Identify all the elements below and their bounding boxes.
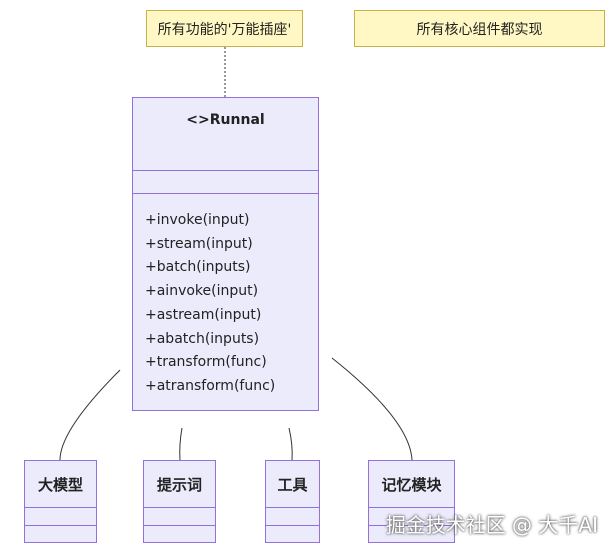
note-all-components-text: 所有核心组件都实现 xyxy=(416,21,543,38)
prompt-class-box: 提示词 xyxy=(143,460,216,543)
note-all-components: 所有核心组件都实现 xyxy=(354,10,605,47)
method-invoke: +invoke(input) xyxy=(145,212,250,228)
tool-divider-top xyxy=(266,507,319,508)
method-abatch: +abatch(inputs) xyxy=(145,330,260,347)
memory-class-title: 记忆模块 xyxy=(381,476,442,494)
llm-divider-bottom xyxy=(25,525,96,526)
runnable-divider-top xyxy=(133,170,318,171)
connector-tool xyxy=(288,427,293,461)
prompt-divider-top xyxy=(144,507,215,508)
method-batch: +batch(inputs) xyxy=(145,259,251,276)
note-universal-socket: 所有功能的'万能插座' xyxy=(146,10,303,47)
runnable-methods: +invoke(input) +stream(input) +batch(inp… xyxy=(145,209,275,399)
memory-divider-bottom xyxy=(369,525,454,526)
method-astream: +astream(input) xyxy=(145,306,262,323)
method-transform: +transform(func) xyxy=(145,354,267,371)
prompt-divider-bottom xyxy=(144,525,215,526)
runnable-class-title: <>Runnal xyxy=(186,112,265,128)
memory-divider-top xyxy=(369,507,454,508)
llm-class-box: 大模型 xyxy=(24,460,97,543)
connector-llm xyxy=(59,369,121,461)
prompt-class-title: 提示词 xyxy=(156,476,202,494)
note-universal-socket-text: 所有功能的'万能插座' xyxy=(157,21,292,38)
watermark: 掘金技术社区 @ 大千AI xyxy=(385,513,598,537)
tool-class-title: 工具 xyxy=(277,476,308,494)
runnable-class-box: <>Runnal +invoke(input) +stream(input) +… xyxy=(132,97,319,411)
runnable-divider-bottom xyxy=(133,193,318,194)
connector-prompt xyxy=(179,427,183,461)
llm-divider-top xyxy=(25,507,96,508)
memory-class-box: 记忆模块 xyxy=(368,460,455,543)
method-stream: +stream(input) xyxy=(145,235,253,252)
connector-memory xyxy=(331,357,413,461)
method-atransform: +atransform(func) xyxy=(145,377,276,394)
tool-class-box: 工具 xyxy=(265,460,320,543)
tool-divider-bottom xyxy=(266,525,319,526)
method-ainvoke: +ainvoke(input) xyxy=(145,283,259,300)
llm-class-title: 大模型 xyxy=(37,476,83,494)
